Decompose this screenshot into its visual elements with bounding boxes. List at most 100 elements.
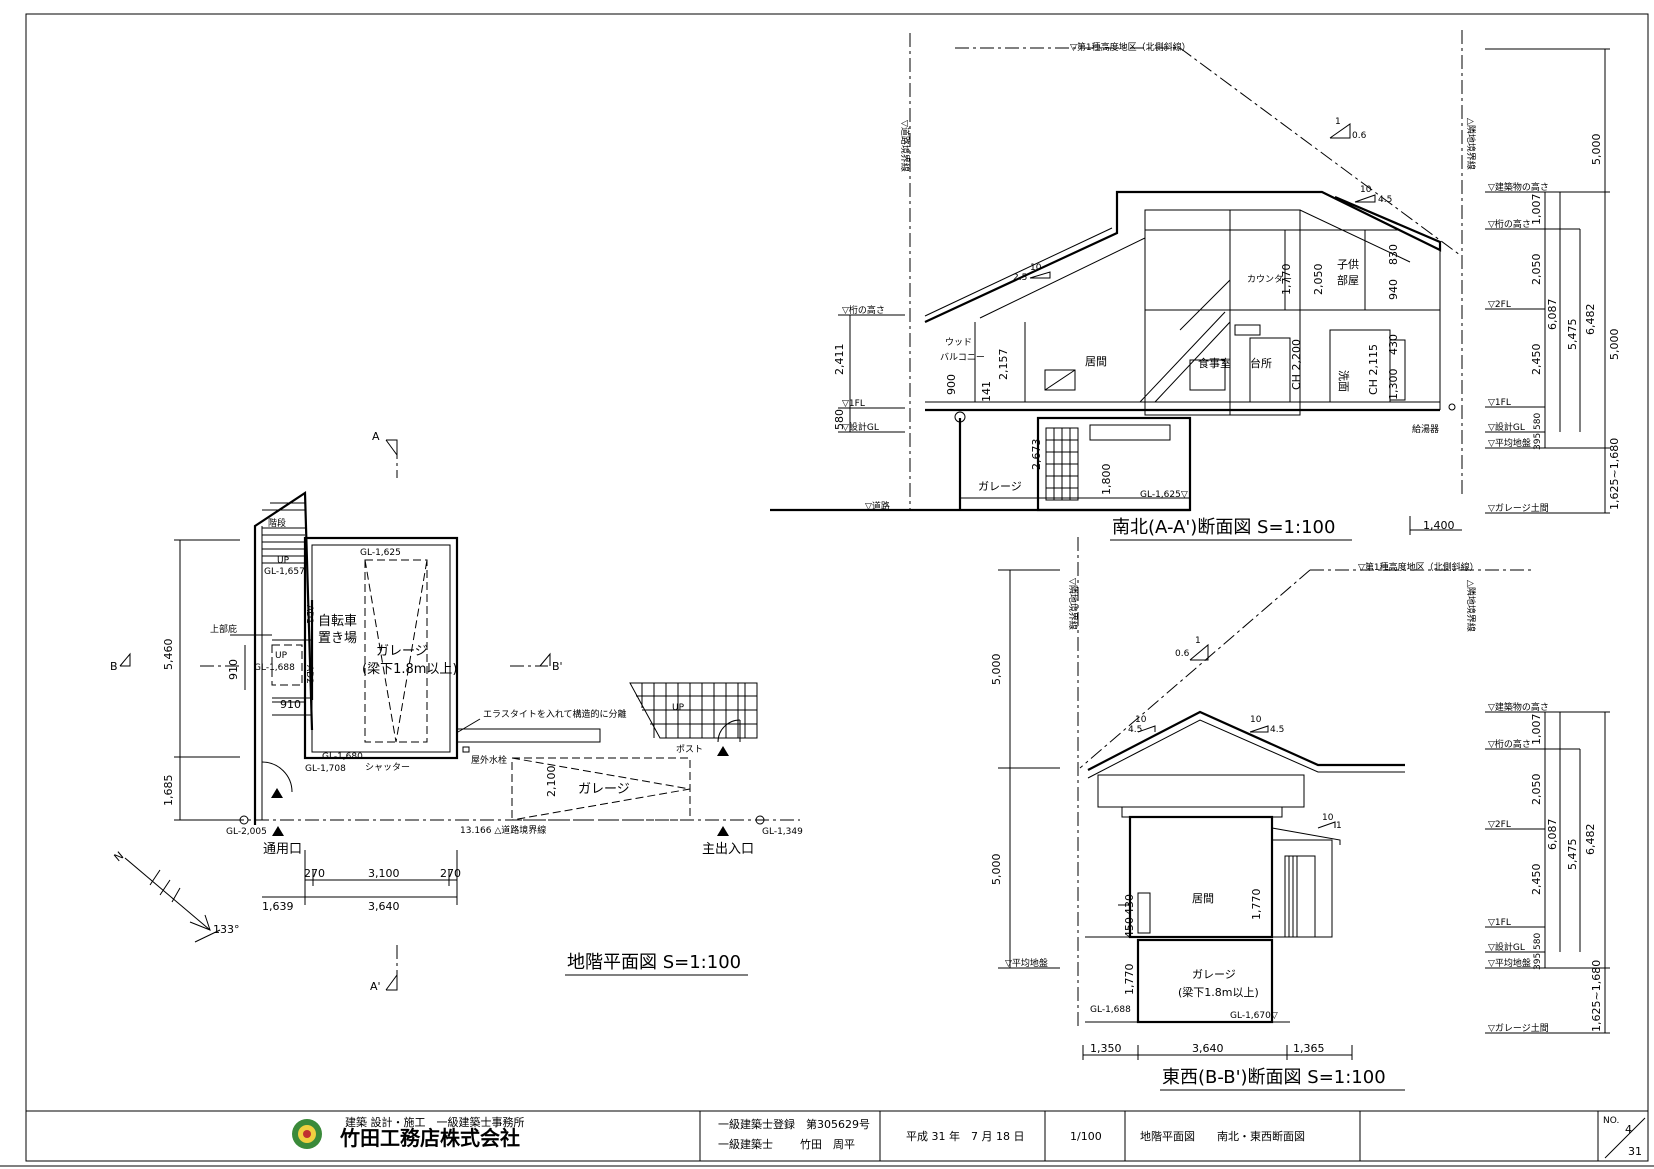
ns-road-line-label: ▽道路境界線 xyxy=(899,120,911,172)
ew-slope-1b: 1 xyxy=(1336,821,1342,831)
ns-dim-1007: 1,007 xyxy=(1530,194,1543,226)
ew-height-limit-label: ▽第1種高度地区（北側斜線） xyxy=(1358,561,1479,573)
ns-dim-830: 830 xyxy=(1387,244,1400,265)
ew-dim-580: 580 xyxy=(1533,933,1543,950)
ns-dim-580b: 580 xyxy=(1533,413,1543,430)
sheet-total: 31 xyxy=(1628,1145,1642,1158)
ew-slope-10b: 10 xyxy=(1250,715,1262,725)
ns-neighbor-line-label: △隣地境界線 xyxy=(1465,118,1477,170)
ns-dim-580: 580 xyxy=(833,409,846,430)
ns-dim-900: 900 xyxy=(945,374,958,395)
ns-garage-label: ガレージ xyxy=(978,480,1022,493)
dim-270a: 270 xyxy=(304,867,325,880)
dim-5460: 5,460 xyxy=(162,639,175,671)
ns-slope-45: 4.5 xyxy=(1378,195,1392,205)
date-text: 平成 31 年 7 月 18 日 xyxy=(906,1129,1024,1143)
ew-dim-6087: 6,087 xyxy=(1546,819,1559,851)
gl-1708-label: GL-1,708 xyxy=(305,764,346,774)
ew-garage-label-1: ガレージ xyxy=(1192,968,1236,981)
section-a-top: A xyxy=(372,430,380,443)
ns-dim-5475: 5,475 xyxy=(1566,319,1579,351)
ew-door-slats xyxy=(1288,856,1298,937)
ns-garage-grid xyxy=(1046,428,1078,500)
ew-title: 東西(B-B')断面図 S=1:100 xyxy=(1162,1067,1386,1088)
section-a-bottom: A' xyxy=(370,980,381,993)
ns-balcony-label-2: バルコニー xyxy=(940,352,985,363)
dim-1685: 1,685 xyxy=(162,775,175,807)
post-label: ポスト xyxy=(676,744,703,755)
ns-dim-1800: 1,800 xyxy=(1100,464,1113,496)
garage-label: ガレージ xyxy=(376,644,428,659)
north-label: N xyxy=(112,849,127,864)
ad2-label: AD2 xyxy=(304,665,314,684)
ns-dim-ch2115: CH 2,115 xyxy=(1367,344,1380,395)
ns-counter-label: カウンター xyxy=(1247,274,1292,285)
ns-dining-label: 食事室 xyxy=(1198,356,1231,370)
ns-dim-2450: 2,450 xyxy=(1530,344,1543,376)
ns-dim-6482: 6,482 xyxy=(1584,304,1597,336)
sheet-border xyxy=(25,13,1649,1162)
ew-garage-floor-label: ▽ガレージ土間 xyxy=(1488,1022,1549,1034)
architect-label: 一級建築士 xyxy=(718,1137,773,1151)
ns-fl2-label: ▽2FL xyxy=(1488,300,1511,310)
ns-dim-2050: 2,050 xyxy=(1312,264,1325,296)
ew-slope-45b: 4.5 xyxy=(1270,725,1284,735)
faucet-label: 屋外水栓 xyxy=(471,754,507,766)
ew-living-label: 居間 xyxy=(1192,892,1214,905)
ad1-label: AD1 xyxy=(304,605,314,624)
ns-dim-1625: 1,625~1,680 xyxy=(1608,438,1621,510)
bicycle-label-2: 置き場 xyxy=(318,631,357,646)
ns-slope-10a: 10 xyxy=(1360,185,1372,195)
upper-floor-label: 上部庇 xyxy=(210,623,237,635)
ew-dim-395: 395 xyxy=(1533,953,1543,970)
north-arrow xyxy=(124,857,221,943)
ew-dim-450: 450 xyxy=(1123,917,1136,938)
gl-2005-label: GL-2,005 xyxy=(226,827,267,837)
company-name: 竹田工務店株式会社 xyxy=(339,1126,520,1150)
side-entrance-label: 通用口 xyxy=(263,842,302,857)
ew-garage-label-2: (梁下1.8m以上) xyxy=(1178,985,1259,999)
ew-slope-45a: 4.5 xyxy=(1128,725,1142,735)
side-entrance-arrow-2 xyxy=(272,826,284,836)
gl-1680-label: GL-1,680 xyxy=(322,752,363,762)
ns-balcony-label-1: ウッド xyxy=(945,337,972,348)
ew-dim-430: 430 xyxy=(1123,894,1136,915)
garage-note-label: (梁下1.8m以上) xyxy=(362,662,457,677)
ns-height-limit-label: ▽第1種高度地区（北側斜線） xyxy=(1070,41,1191,53)
up-label-2: UP xyxy=(275,651,288,661)
stairs-label: 階段 xyxy=(268,517,286,529)
title-block: 建築 設計・施工 一級建築士事務所 竹田工務店株式会社 一級建築士登録 第305… xyxy=(26,1110,1648,1161)
ns-gl-1625-label: GL-1,625▽ xyxy=(1140,490,1188,500)
drawing-title: 地階平面図 南北・東西断面図 xyxy=(1140,1129,1305,1143)
ns-dim-430: 430 xyxy=(1387,334,1400,355)
dim-270b: 270 xyxy=(440,867,461,880)
ns-dim-141: 141 xyxy=(980,381,993,402)
ns-fl1-label: ▽1FL xyxy=(842,399,865,409)
no-label: NO. xyxy=(1603,1116,1619,1126)
ew-fl2-label: ▽2FL xyxy=(1488,820,1511,830)
ns-design-gl-label: ▽設計GL xyxy=(842,421,879,433)
ns-avg-gl-label: ▽平均地盤 xyxy=(1488,437,1531,449)
ew-dim-2050: 2,050 xyxy=(1530,774,1543,806)
ns-bldg-height-label: ▽建築物の高さ xyxy=(1488,181,1549,193)
ns-dim-6087: 6,087 xyxy=(1546,299,1559,331)
ns-eave-label: ▽桁の高さ xyxy=(842,304,885,316)
ew-bldg-height-label: ▽建築物の高さ xyxy=(1488,701,1549,713)
ew-gl-1688-label: GL-1,688 xyxy=(1090,1005,1131,1015)
ew-gl-1670-label: GL-1,670▽ xyxy=(1230,1011,1278,1021)
ns-dim-940: 940 xyxy=(1387,279,1400,300)
ew-dim-2450: 2,450 xyxy=(1530,864,1543,896)
ew-dim-1350: 1,350 xyxy=(1090,1042,1122,1055)
ns-right-levels xyxy=(1485,48,1610,514)
ew-neighbor-line-label: ▽隣地境界線 xyxy=(1067,578,1079,630)
up-label-3: UP xyxy=(672,703,685,713)
main-entrance-label: 主出入口 xyxy=(702,842,754,857)
ew-slope-06: 0.6 xyxy=(1175,649,1190,659)
ew-section: ▽第1種高度地区（北側斜線） ▽隣地境界線 △隣地境界線 1 0.6 10 4.… xyxy=(990,537,1610,1091)
dim-910a: 910 xyxy=(227,659,240,680)
ns-road-label: ▽道路 xyxy=(865,500,890,512)
dim-1639: 1,639 xyxy=(262,900,294,913)
company-line-1: 建築 設計・施工 一級建築士事務所 xyxy=(345,1115,525,1129)
ew-dim-1007: 1,007 xyxy=(1530,714,1543,746)
